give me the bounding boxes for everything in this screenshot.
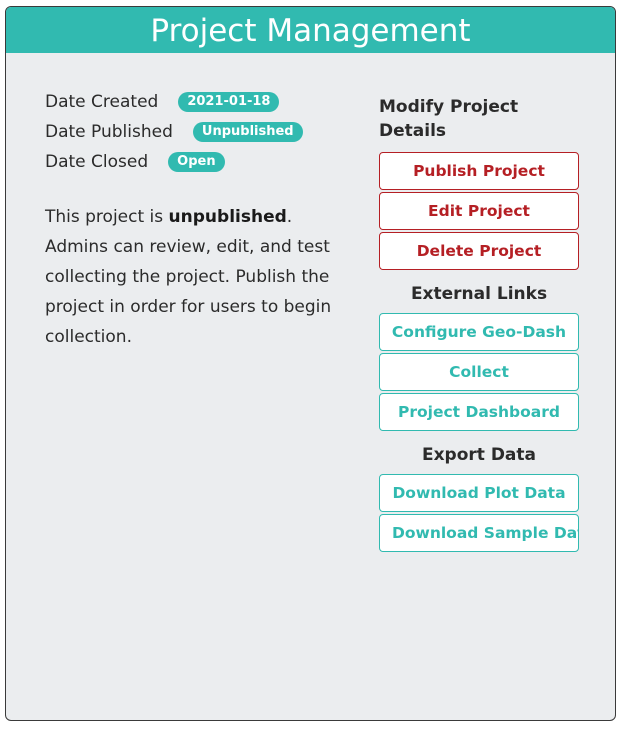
actions-column: Modify Project Details Publish Project E… (379, 95, 579, 552)
project-management-panel: Project Management Date Created 2021-01-… (5, 6, 616, 721)
export-data-title: Export Data (421, 445, 537, 465)
panel-title: Project Management (6, 7, 615, 53)
date-published-row: Date Published Unpublished (45, 117, 345, 147)
project-info: Date Created 2021-01-18 Date Published U… (45, 87, 345, 352)
description-status: unpublished (168, 207, 287, 227)
date-closed-label: Date Closed (45, 152, 149, 172)
download-plot-data-button[interactable]: Download Plot Data (379, 474, 579, 512)
project-status-description: This project is unpublished. Admins can … (45, 202, 345, 352)
configure-geodash-button[interactable]: Configure Geo-Dash (379, 313, 579, 351)
date-published-label: Date Published (45, 122, 173, 142)
date-created-label: Date Created (45, 92, 159, 112)
description-suffix: . Admins can review, edit, and test coll… (45, 207, 332, 347)
collect-button[interactable]: Collect (379, 353, 579, 391)
publish-project-button[interactable]: Publish Project (379, 152, 579, 190)
project-dashboard-button[interactable]: Project Dashboard (379, 393, 579, 431)
modify-details-title: Modify Project Details (379, 97, 519, 141)
edit-project-button[interactable]: Edit Project (379, 192, 579, 230)
external-links-title: External Links (410, 284, 548, 304)
date-created-row: Date Created 2021-01-18 (45, 87, 345, 117)
date-closed-row: Date Closed Open (45, 147, 345, 177)
date-created-badge: 2021-01-18 (178, 92, 280, 112)
date-closed-badge: Open (168, 152, 225, 172)
date-published-badge: Unpublished (192, 122, 303, 142)
delete-project-button[interactable]: Delete Project (379, 232, 579, 270)
download-sample-data-button[interactable]: Download Sample Data (379, 514, 579, 552)
description-prefix: This project is (45, 207, 169, 227)
